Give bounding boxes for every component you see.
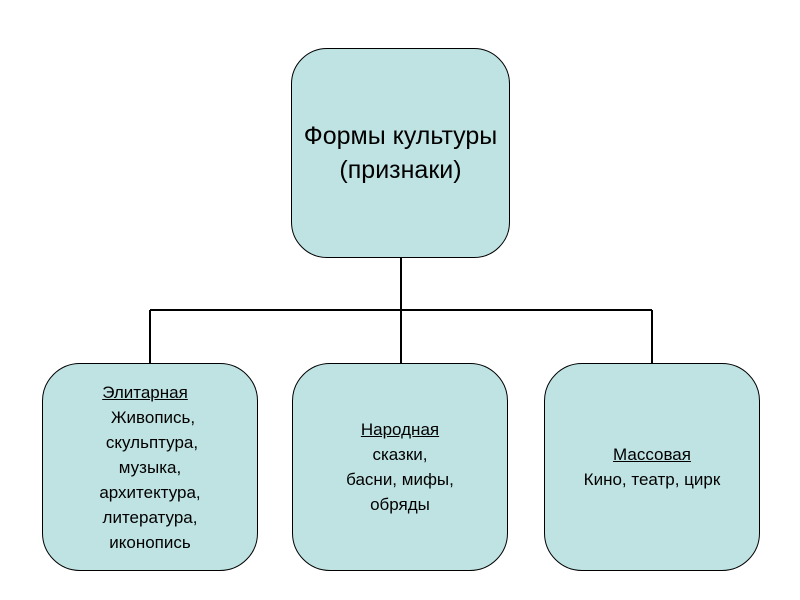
node-elite-item: иконопись [109, 532, 191, 552]
root-node: Формы культуры (признаки) [291, 48, 510, 258]
node-folk-item: басни, мифы, [346, 470, 454, 489]
root-subtitle: (признаки) [339, 156, 462, 184]
node-mass-item: Кино, театр, цирк [583, 470, 721, 489]
node-mass: Массовая Кино, театр, цирк [544, 363, 760, 571]
node-folk-item: сказки, [372, 445, 428, 464]
node-mass-title: Массовая [613, 445, 691, 464]
node-folk-item: обряды [370, 495, 430, 514]
node-elite-item: литература, [102, 507, 198, 527]
node-elite-title: Элитарная [102, 382, 188, 402]
node-folk-title: Народная [360, 420, 440, 439]
node-elite-item: Живопись, [110, 407, 196, 427]
root-title: Формы культуры [303, 122, 498, 150]
node-elite-item: архитектура, [99, 482, 201, 502]
node-folk: Народная сказки, басни, мифы, обряды [292, 363, 508, 571]
node-elite-item: скульптура, [105, 432, 199, 452]
node-elite: Элитарная Живопись, скульптура, музыка, … [42, 363, 258, 571]
node-elite-item: музыка, [118, 457, 182, 477]
